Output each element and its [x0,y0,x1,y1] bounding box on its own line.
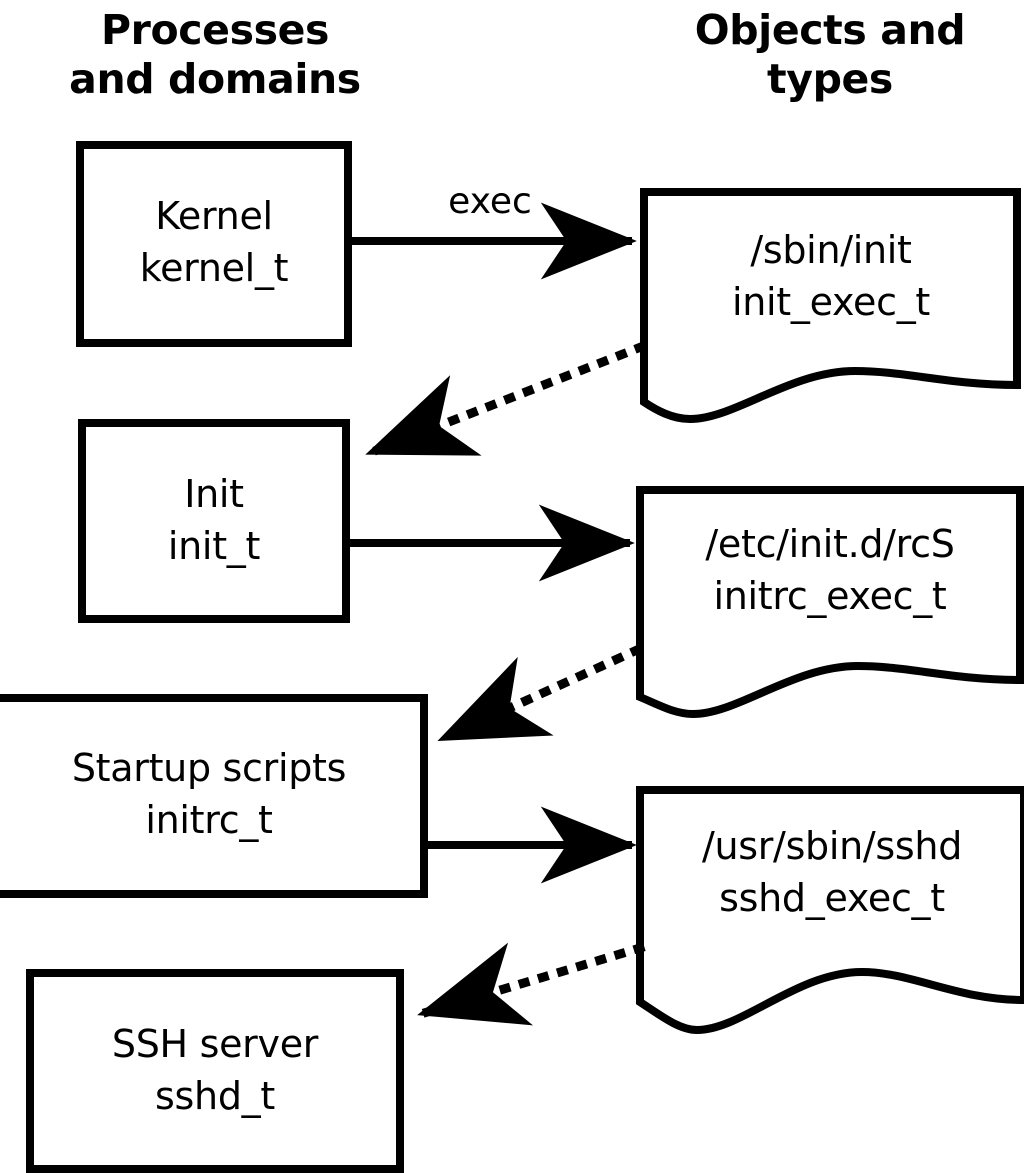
column-header-processes: Processes and domains [69,6,361,103]
column-header-objects: Objects and types [694,6,966,103]
edge-transition-init-exec-to-init [365,341,647,458]
object-shape-initrc-exec [636,486,1024,719]
process-box-init [78,419,350,623]
object-shape-sshd-exec [636,786,1024,1035]
object-label-sshd-exec: /usr/sbin/sshd sshd_exec_t [701,824,963,920]
process-box-initrc [0,694,428,898]
object-label-initrc-exec: /etc/init.d/rcS initrc_exec_t [705,522,955,618]
process-label-initrc: Startup scripts initrc_t [71,746,347,842]
edge-transition-initrc-exec-to-initrc [437,644,643,744]
edge-transition-sshd-exec-to-sshd [417,942,646,1026]
edge-label-exec: exec [448,181,532,222]
process-box-sshd [26,969,404,1173]
process-label-sshd: SSH server sshd_t [111,1022,319,1118]
object-label-init-exec: /sbin/init init_exec_t [732,228,930,324]
process-box-kernel [76,141,352,347]
process-label-kernel: Kernel kernel_t [139,194,289,290]
process-label-init: Init init_t [167,472,261,568]
object-shape-init-exec [640,188,1021,424]
